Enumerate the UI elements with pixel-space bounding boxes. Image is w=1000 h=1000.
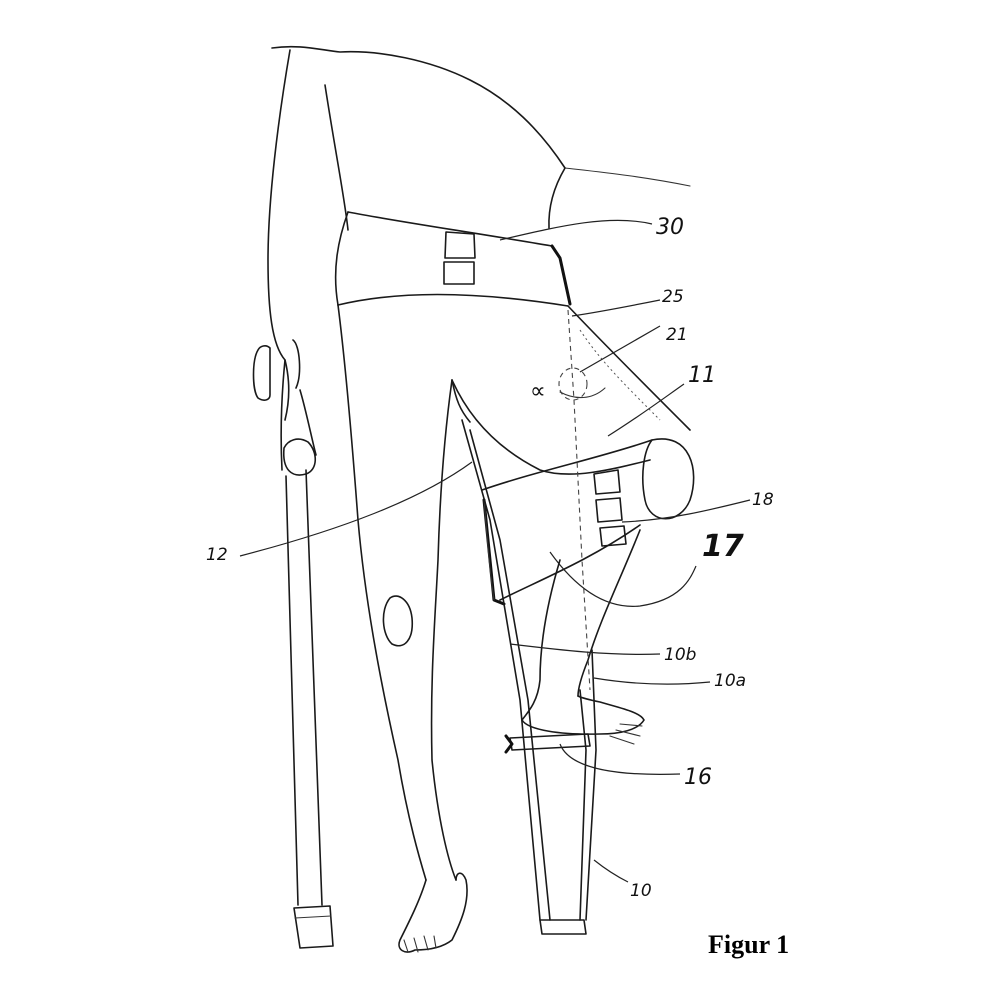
standing-foot xyxy=(398,872,468,953)
waist-belt-buckle xyxy=(550,244,572,306)
label-30: 30 xyxy=(656,215,684,240)
belt-pad-lower xyxy=(443,261,475,285)
label-alpha: ∝ xyxy=(530,379,546,404)
label-21: 21 xyxy=(666,325,688,345)
cuff-pad-2 xyxy=(595,497,623,523)
foot-plate-16 xyxy=(509,733,591,751)
waist-belt-top xyxy=(347,211,553,247)
leader-10b xyxy=(509,643,661,655)
belt-pad-upper xyxy=(444,231,476,259)
bent-thigh-top xyxy=(567,305,691,431)
leader-10 xyxy=(593,859,629,883)
arm-front-outline xyxy=(324,84,349,231)
leader-17 xyxy=(549,551,697,607)
rail-foot xyxy=(539,919,587,935)
toes-standing xyxy=(403,935,437,953)
crutch-cuff-front xyxy=(292,339,301,389)
toes-bent xyxy=(609,723,643,745)
label-11: 11 xyxy=(688,363,716,388)
leader-21 xyxy=(579,325,661,373)
angle-arrow xyxy=(559,387,606,399)
figure-caption: Figur 1 xyxy=(708,930,790,959)
label-17: 17 xyxy=(702,529,744,564)
torso-outline xyxy=(271,45,566,169)
rail-10b-outer xyxy=(461,419,541,921)
thigh-cuff-back xyxy=(483,499,495,601)
front-torso xyxy=(548,167,566,229)
leader-11 xyxy=(607,383,685,437)
label-25: 25 xyxy=(662,287,684,307)
waist-belt-back xyxy=(334,211,349,306)
standing-leg-back xyxy=(337,304,427,881)
rail-10b-inner xyxy=(469,429,551,921)
cuff-pad-3 xyxy=(599,525,627,547)
rail-10a xyxy=(579,689,587,921)
bent-thigh-bottom xyxy=(451,379,651,475)
hip-joint-21 xyxy=(558,367,588,401)
crutch-tip-ring xyxy=(294,915,332,919)
forearm-back xyxy=(280,359,286,471)
leader-16 xyxy=(559,743,681,775)
lower-leg-back xyxy=(521,559,561,721)
cuff-pad-1 xyxy=(593,469,621,495)
crutch-cuff xyxy=(252,345,271,401)
label-18: 18 xyxy=(752,490,774,510)
arm-back-outline xyxy=(267,49,291,421)
standing-leg-front xyxy=(430,379,457,881)
thigh-cuff-upper xyxy=(481,439,653,491)
rail-10a-inner xyxy=(585,649,597,921)
leader-25 xyxy=(571,299,661,317)
leader-30 xyxy=(499,219,653,241)
hip-inner xyxy=(451,379,471,423)
label-10a: 10a xyxy=(714,671,746,691)
hand-outline xyxy=(282,438,317,476)
shoulder-line xyxy=(564,167,691,187)
hidden-rail-dotted xyxy=(579,329,661,421)
label-10b: 10b xyxy=(664,645,696,665)
leader-12 xyxy=(239,461,473,557)
leader-18 xyxy=(621,499,751,523)
label-16: 16 xyxy=(684,765,712,790)
hidden-rail-dashed xyxy=(567,309,591,691)
crutch-shaft-outer xyxy=(285,475,299,906)
thigh-cuff-lower xyxy=(499,524,641,601)
label-12: 12 xyxy=(206,545,228,565)
label-10: 10 xyxy=(630,881,652,901)
waist-belt-bottom xyxy=(337,293,569,307)
leader-10a xyxy=(593,677,711,685)
foot-plate-buckle xyxy=(504,734,514,754)
knee-cap xyxy=(382,595,414,647)
bent-foot xyxy=(521,695,645,735)
knee-end xyxy=(642,438,695,520)
crutch-tip xyxy=(293,905,334,949)
lower-leg-front xyxy=(577,529,641,697)
crutch-shaft-inner xyxy=(305,469,323,906)
forearm-front xyxy=(299,389,317,456)
